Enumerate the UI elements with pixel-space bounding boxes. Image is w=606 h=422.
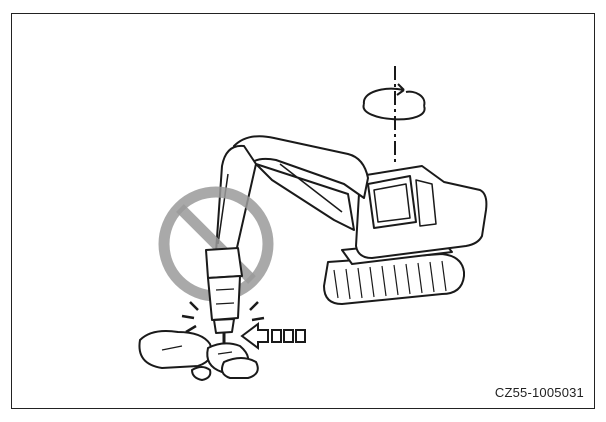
rotation-arrow-icon [364, 66, 425, 162]
rock-icon [139, 331, 257, 380]
excavator-illustration [12, 14, 596, 410]
figure-code: CZ55-1005031 [495, 385, 584, 400]
hydraulic-breaker-icon [206, 248, 242, 350]
push-arrow-icon [242, 324, 305, 348]
figure-frame: CZ55-1005031 [11, 13, 595, 409]
